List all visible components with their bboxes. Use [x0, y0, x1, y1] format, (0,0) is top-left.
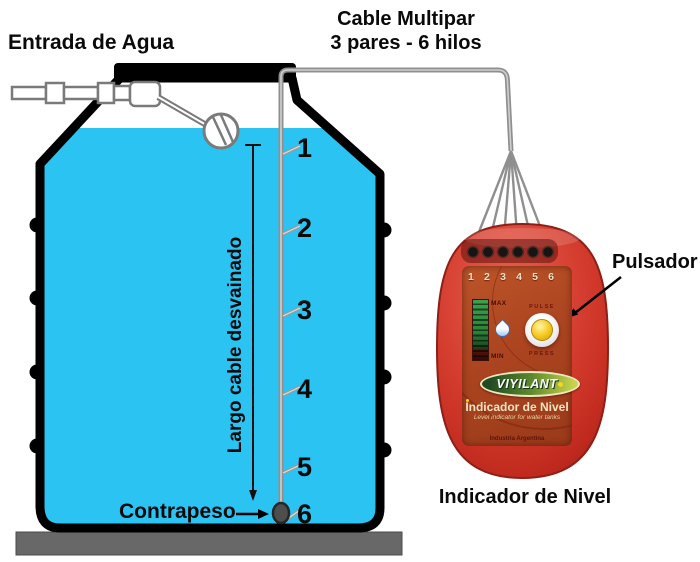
- terminal-number: 2: [484, 271, 490, 283]
- level-gauge-bar: [472, 299, 489, 361]
- terminal-number: 1: [468, 271, 474, 283]
- button-pulse-label: PULSE: [529, 304, 555, 310]
- tank-level-number: 3: [297, 295, 313, 325]
- panel-origin-text: Industria Argentina: [489, 436, 545, 442]
- signal-cable: [278, 67, 514, 512]
- terminal-number: 4: [516, 271, 522, 283]
- water-fill: [40, 128, 380, 528]
- logo-dot-icon: [558, 381, 564, 387]
- cable-title: Cable Multipar: [337, 8, 475, 30]
- button-press-label: PRESS: [528, 351, 556, 357]
- terminal-number-row: 1 2 3 4 5 6: [468, 271, 554, 283]
- counterweight-arrow: [236, 509, 269, 519]
- water-inlet-label: Entrada de Agua: [8, 31, 175, 54]
- gauge-min-label: MIN: [491, 353, 504, 360]
- panel-title: Indicador de Nivel: [465, 400, 569, 414]
- dimension-line: [245, 144, 261, 501]
- terminal-number: 6: [548, 271, 554, 283]
- push-button: [525, 313, 559, 347]
- tank-level-number: 2: [297, 213, 313, 243]
- cable-subtitle: 3 pares - 6 hilos: [330, 32, 482, 54]
- base-platform: [15, 531, 403, 556]
- tank-outline: [35, 73, 385, 533]
- brand-logo: VIYILANT: [480, 371, 580, 397]
- push-button-label: Pulsador: [612, 251, 698, 273]
- terminal-number: 5: [532, 271, 538, 283]
- tank-level-number: 4: [297, 374, 313, 404]
- float-valve-icon: [156, 94, 240, 150]
- panel-subtitle: Level indicator for water tanks: [473, 414, 561, 421]
- tank-level-number: 6: [297, 499, 313, 529]
- counterweight-icon: [271, 501, 291, 525]
- unsheathed-cable-label: Largo cable desvainado: [225, 236, 246, 454]
- tank-level-number: 1: [297, 133, 313, 163]
- terminal-number: 3: [500, 271, 506, 283]
- gauge-max-label: MAX: [491, 300, 507, 307]
- inlet-pipe-icon: [10, 80, 162, 108]
- push-button-cap: [531, 319, 553, 341]
- tank-level-number: 5: [297, 452, 313, 482]
- panel-led-dot: [466, 399, 469, 402]
- brand-name: VIYILANT: [496, 377, 558, 391]
- terminal-screws: [466, 245, 555, 259]
- tank-lid: [114, 63, 296, 82]
- counterweight-label: Contrapeso: [119, 500, 236, 523]
- multipair-cable-label: Cable Multipar 3 pares - 6 hilos: [318, 7, 494, 55]
- device-caption: Indicador de Nivel: [438, 486, 612, 508]
